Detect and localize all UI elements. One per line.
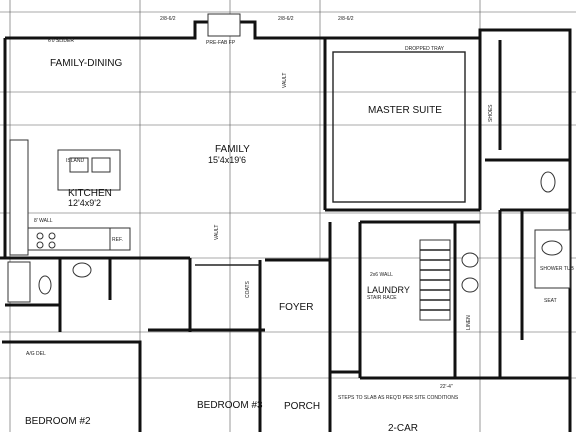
note-dropped-tray: DROPPED TRAY: [405, 46, 445, 52]
room-size-kitchen: 12'4x9'2: [68, 198, 101, 208]
room-label-bedroom-3: BEDROOM #3: [197, 400, 263, 411]
note-dim-garage: 22'-4": [440, 384, 453, 390]
note-linen: LINEN: [466, 315, 472, 330]
note-coats: COATS: [245, 280, 251, 298]
stairs: [419, 239, 451, 321]
note-shoes: SHOES: [488, 104, 494, 122]
note-dim-top-2: 2/8-6/2: [278, 16, 294, 22]
room-label-foyer: FOYER: [279, 302, 313, 313]
note-island: ISLAND: [66, 158, 84, 164]
room-label-family-dining: FAMILY-DINING: [50, 58, 122, 69]
kitchen-counters: [9, 139, 131, 256]
room-size-family: 15'4x19'6: [208, 155, 246, 165]
room-label-kitchen: KITCHEN: [68, 188, 112, 199]
note-wall: 8' WALL: [34, 218, 53, 224]
note-fireplace: PRE-FAB FP: [206, 40, 236, 46]
fireplace: [207, 13, 241, 37]
note-seat: SEAT: [544, 298, 557, 304]
room-label-laundry: LAUNDRY: [367, 285, 410, 295]
interior-walls: [5, 38, 570, 380]
bath-fixtures: [7, 171, 571, 303]
note-vault-1: VAULT: [282, 73, 288, 88]
note-vault-2: VAULT: [214, 225, 220, 240]
note-shower: SHOWER TUB: [540, 266, 574, 272]
room-label-garage: 2-CAR: [388, 423, 418, 432]
note-dim-top-1: 2/8-6/2: [160, 16, 176, 22]
room-label-master-suite: MASTER SUITE: [368, 105, 442, 116]
room-label-family: FAMILY: [215, 144, 250, 155]
room-label-porch: PORCH: [284, 401, 320, 412]
note-wall-2: 2x6 WALL: [370, 272, 393, 278]
note-stair-race: STAIR RACE: [367, 295, 397, 301]
room-label-bedroom-2: BEDROOM #2: [25, 416, 91, 427]
note-slab: STEPS TO SLAB AS REQ'D PER SITE CONDITIO…: [338, 395, 459, 401]
note-aid-del: A/G DEL: [26, 351, 46, 357]
note-ref: REF.: [112, 237, 123, 243]
note-dim-top-3: 2/8-6/2: [338, 16, 354, 22]
note-slider: 6'0 SLIDER: [48, 38, 74, 44]
